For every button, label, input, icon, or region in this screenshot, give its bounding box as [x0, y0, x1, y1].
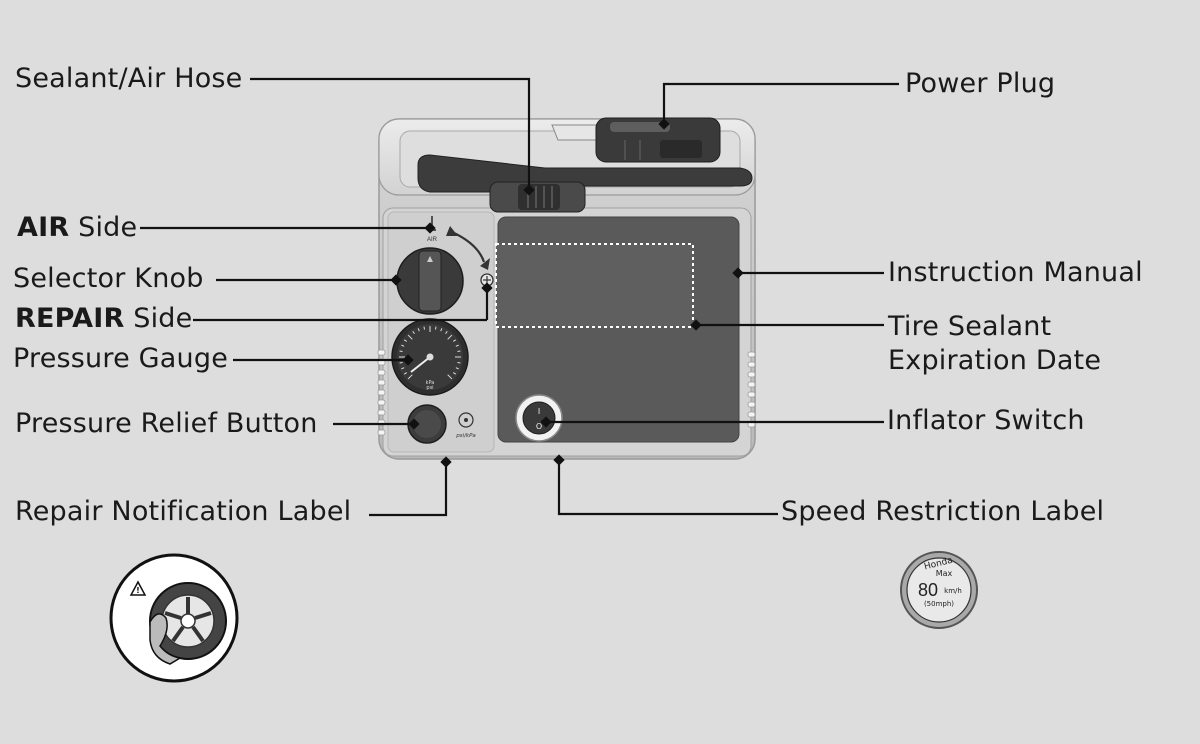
speed-restriction-label-text: Speed Restriction Label: [781, 496, 1105, 527]
gauge-tick: [407, 334, 413, 340]
svg-text:I: I: [538, 407, 540, 416]
arrow-head-icon: [480, 258, 490, 270]
gauge-tick: [417, 328, 420, 332]
gauge-tick: [453, 339, 457, 342]
svg-text:km/h: km/h: [944, 587, 962, 595]
air-side-label: AIR Side: [17, 212, 137, 244]
svg-text:O: O: [536, 422, 542, 431]
power-plug-illustration: [551, 117, 721, 163]
repair-side-bold-text: REPAIR: [15, 303, 125, 334]
gauge-tick: [445, 330, 448, 334]
gauge-tick: [401, 367, 405, 370]
sealant-air-hose-label: Sealant/Air Hose: [15, 63, 243, 94]
svg-text:!: !: [136, 586, 140, 595]
air-side-rest-text: Side: [69, 212, 138, 243]
power-plug-label: Power Plug: [905, 68, 1056, 99]
gauge-tick: [434, 326, 437, 330]
repair-notification-label-text: Repair Notification Label: [15, 496, 352, 527]
instruction-manual-label: Instruction Manual: [888, 257, 1143, 288]
tire-sealant-line2: Expiration Date: [888, 345, 1102, 376]
svg-text:kPa: kPa: [426, 380, 435, 386]
selector-knob-label: Selector Knob: [13, 263, 204, 294]
inflator-switch[interactable]: I O: [515, 394, 563, 442]
gauge-tick: [401, 344, 405, 347]
pressure-relief-button-label: Pressure Relief Button: [15, 408, 318, 439]
svg-text:psi/kPa: psi/kPa: [455, 433, 476, 439]
gauge-tick: [457, 350, 461, 353]
repair-side-label: REPAIR Side: [15, 303, 192, 335]
gauge-tick: [453, 372, 457, 375]
side-vents: [377, 349, 756, 436]
tire-sealant-line1: Tire Sealant: [888, 311, 1052, 342]
gauge-tick: [403, 339, 407, 342]
air-side-bold-text: AIR: [17, 212, 70, 243]
pressure-gauge-label: Pressure Gauge: [13, 343, 229, 374]
gauge-tick: [399, 350, 403, 353]
gauge-tick: [447, 374, 453, 380]
gauge-tick: [399, 361, 403, 364]
gauge-tick: [407, 374, 413, 380]
gauge-tick: [412, 330, 415, 334]
arrow-head-icon: [446, 226, 458, 236]
leader-lines: [140, 77, 899, 517]
gauge-tick: [455, 367, 459, 370]
repair-notification-tire-icon: !: [109, 553, 239, 683]
svg-text:Max: Max: [936, 569, 953, 578]
repair-side-rest-text: Side: [124, 303, 193, 334]
svg-text:80: 80: [918, 580, 938, 600]
sealant-air-hose-illustration: [417, 154, 753, 213]
selector-knob[interactable]: [396, 247, 464, 315]
pressure-gauge: kPa psi: [391, 318, 469, 396]
svg-text:(50mph): (50mph): [924, 600, 954, 608]
gauge-tick: [455, 344, 459, 347]
gauge-tick: [403, 372, 407, 375]
gauge-tick: [423, 326, 426, 330]
svg-text:AIR: AIR: [427, 237, 438, 243]
relief-mark: psi/kPa: [455, 412, 476, 439]
svg-text:psi: psi: [426, 385, 433, 391]
expiration-date-sticker: [495, 243, 694, 328]
gauge-tick: [440, 328, 443, 332]
gauge-tick: [447, 334, 453, 340]
gauge-tick: [457, 361, 461, 364]
speed-restriction-badge: Honda Max 80 km/h (50mph): [900, 551, 978, 629]
inflator-switch-label: Inflator Switch: [887, 405, 1085, 436]
leader-dots: [390, 118, 744, 468]
